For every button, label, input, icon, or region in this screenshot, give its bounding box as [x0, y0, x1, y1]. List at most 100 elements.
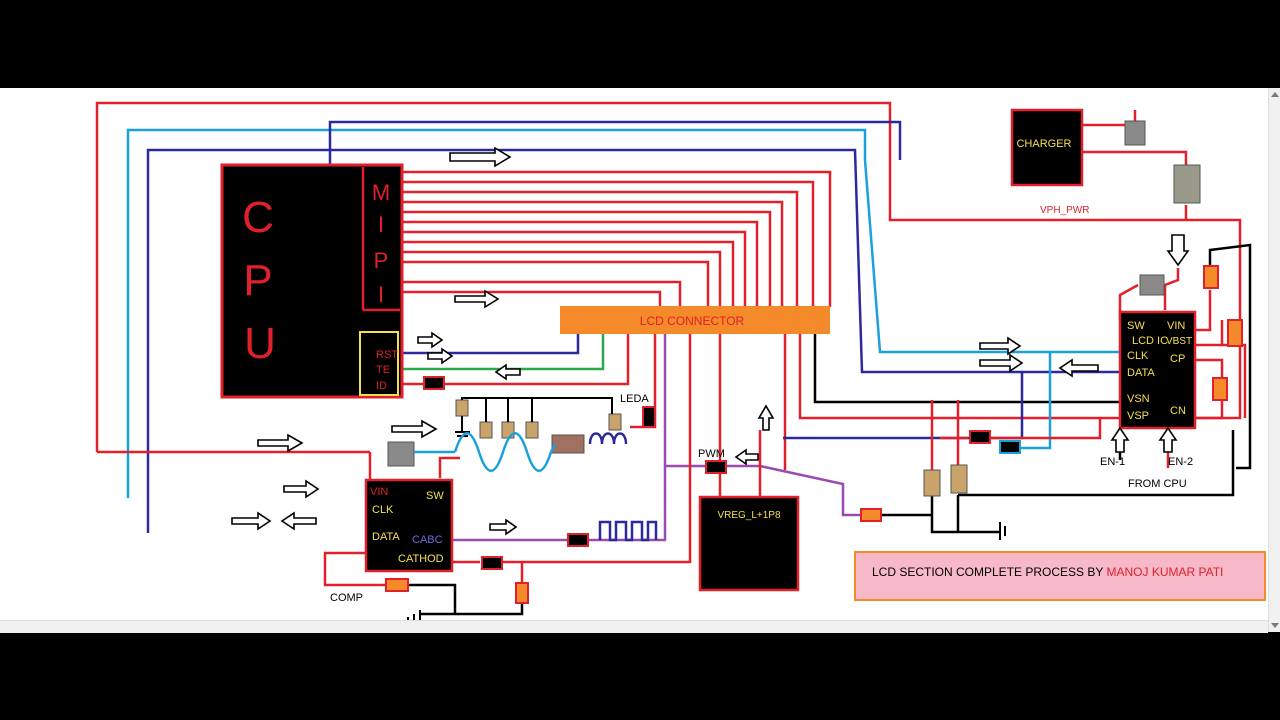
mipi-letter-m: M: [372, 180, 390, 205]
wire-red-comp-2: [408, 583, 457, 614]
lcd-ic-pin-sw: SW: [1127, 320, 1145, 332]
leda-label: LEDA: [620, 393, 649, 405]
lcd-ic-pin-data: DATA: [1127, 367, 1155, 379]
wire-data-bus: [146, 148, 1120, 533]
arrow-right-icon: [489, 518, 518, 536]
coil-leda: [588, 432, 628, 445]
lcd-connector-label: LCD CONNECTOR: [640, 314, 745, 328]
wire-mipi-6: [400, 220, 759, 307]
title-text: LCD SECTION COMPLETE PROCESS BY MANOJ KU…: [872, 565, 1223, 579]
pwm-label: PWM: [698, 448, 725, 460]
wire-te: [398, 333, 605, 371]
vreg-block: [698, 495, 800, 592]
wire-blue-top: [328, 120, 902, 165]
wire-ic-res-2: [1208, 243, 1252, 470]
mipi-letter-p: P: [374, 248, 389, 273]
wire-red-comp: [323, 551, 385, 587]
lcd-ic-pin-clk: CLK: [1127, 350, 1149, 362]
wire-mipi-7: [400, 230, 747, 307]
scroll-down-icon[interactable]: [1271, 623, 1279, 628]
arrow-right-icon: [257, 433, 304, 453]
arrow-right-icon: [979, 353, 1024, 373]
wire-id: [398, 333, 630, 386]
arrow-right-icon: [454, 289, 500, 309]
backlight-pin-sw: SW: [426, 490, 444, 502]
arrow-up-icon: [1158, 426, 1178, 453]
wire-conn-blue-1: [783, 372, 1024, 440]
chip-leda-diode: [551, 434, 585, 454]
scroll-up-icon[interactable]: [1271, 92, 1279, 97]
resistor-cabc: [567, 533, 589, 547]
lcd-connector: [560, 306, 830, 334]
lcd-ic-pin-cp: CP: [1170, 353, 1185, 365]
backlight-pin-cathod: CATHOD: [398, 553, 444, 565]
resistor-ic-1: [1203, 265, 1219, 289]
backlight-pin-vin: VIN: [370, 486, 388, 498]
cap-2: [479, 421, 493, 439]
charger-label: CHARGER: [1016, 138, 1071, 150]
wire-mipi-11: [400, 280, 682, 307]
vreg-label: VREG_L+1P8: [717, 510, 781, 521]
wires: [95, 101, 1252, 616]
resistor-ground: [515, 582, 529, 604]
title-author: MANOJ KUMAR PATI: [1107, 565, 1224, 579]
wire-ic-res-1: [1195, 290, 1212, 332]
title-prefix: LCD SECTION COMPLETE PROCESS BY: [872, 565, 1107, 579]
cap-vsn: [923, 469, 941, 497]
from-cpu-label: FROM CPU: [1128, 478, 1187, 490]
resistor-vreg: [860, 508, 882, 522]
cap-1: [455, 399, 469, 417]
resistor-leda: [642, 406, 656, 428]
flow-arrows: [231, 146, 1190, 536]
coil-blue-wave: [453, 432, 553, 472]
vertical-scrollbar[interactable]: [1268, 88, 1280, 632]
wire-mipi-2: [400, 180, 815, 307]
wire-ic-cn: [1195, 400, 1224, 420]
wire-black-long: [958, 430, 1235, 497]
arrow-right-icon: [283, 479, 320, 499]
cap-4: [525, 421, 539, 439]
scrollbar-horizontal[interactable]: [0, 620, 1268, 633]
arrow-left-icon: [1058, 358, 1099, 378]
wire-clock-bus: [126, 128, 1120, 498]
cap-5: [608, 413, 622, 431]
resistor-vsn: [969, 430, 991, 444]
arrow-right-icon: [391, 419, 438, 439]
wire-conn-red-vsp: [798, 333, 1120, 420]
coil-cabc-square: [598, 520, 658, 542]
mipi-letter-i1: I: [378, 212, 384, 237]
arrow-left-icon: [734, 448, 759, 466]
arrow-right-icon: [231, 511, 272, 531]
wire-power-outer: [95, 101, 1242, 452]
arrow-right-icon: [417, 331, 444, 349]
wire-pwm-1: [663, 333, 708, 468]
inductors: [414, 432, 658, 542]
cpu-pin-id: ID: [376, 380, 387, 392]
lcd-ic-pin-vsp: VSP: [1127, 410, 1149, 422]
wire-vph-down: [1163, 268, 1180, 310]
resistor-cathod: [481, 556, 503, 570]
cpu-block: [220, 163, 404, 399]
cpu-letter-p: P: [243, 256, 272, 305]
backlight-pin-clk: CLK: [372, 504, 394, 516]
lcd-ic-pin-vsn: VSN: [1127, 393, 1150, 405]
wire-mipi-5: [400, 210, 772, 307]
wire-mipi-12: [400, 290, 662, 307]
chip-charger-2: [1173, 164, 1201, 204]
chip-backlight-sw: [387, 441, 415, 467]
cap-vsp: [950, 464, 968, 494]
wire-conn-black-1: [813, 333, 1120, 404]
chip-lcd-ic-sw: [1139, 274, 1165, 296]
backlight-ic-block: [364, 478, 454, 573]
en1-label: EN-1: [1100, 456, 1125, 468]
cpu-pin-te: TE: [376, 364, 390, 376]
lcd-ic-pin-cn: CN: [1170, 405, 1186, 417]
lcd-ic-title: LCD IC: [1132, 335, 1168, 347]
wire-red-vsn-2: [990, 418, 1102, 440]
title-box: [854, 551, 1266, 601]
wire-mipi-10: [400, 260, 710, 307]
en2-label: EN-2: [1168, 456, 1193, 468]
arrow-up-icon: [757, 404, 775, 431]
wire-mipi-1: [400, 170, 832, 307]
arrow-right-icon: [449, 146, 512, 168]
